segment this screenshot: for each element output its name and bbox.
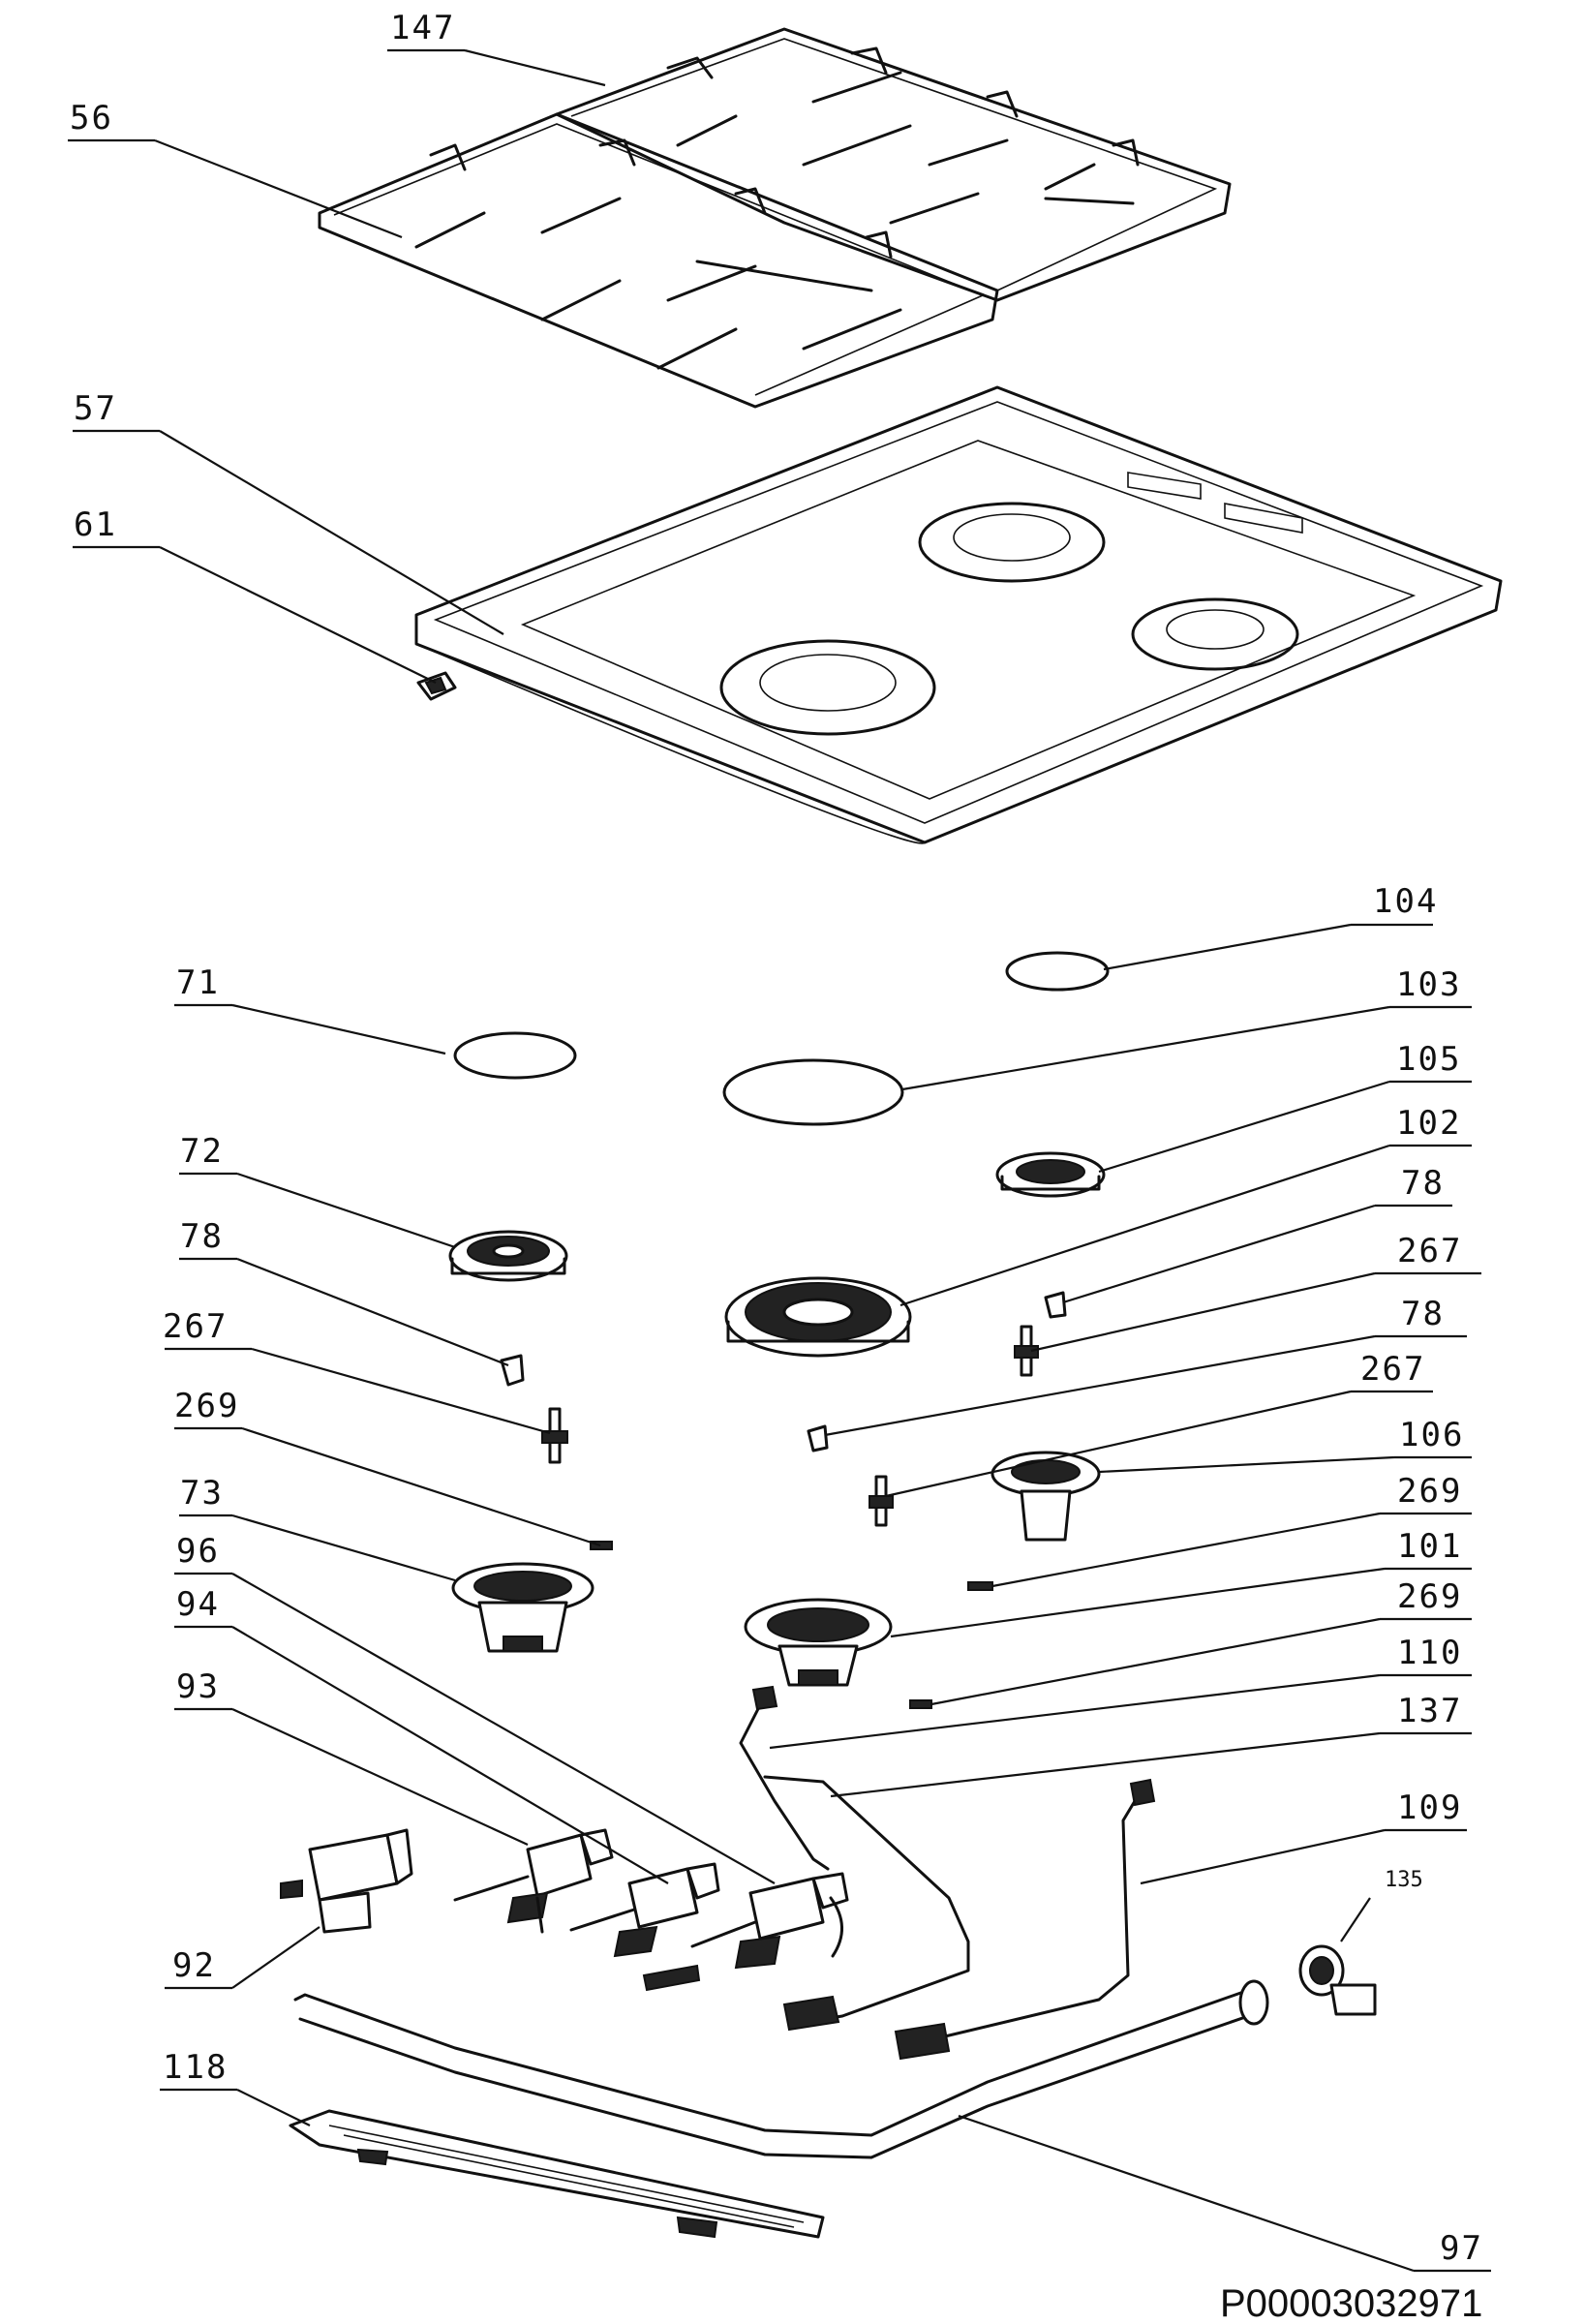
callout-105: 105 [1396, 1040, 1461, 1079]
callout-102: 102 [1396, 1104, 1461, 1143]
gas-tap-92[interactable] [280, 1828, 413, 1934]
thermocouple-267-left[interactable] [541, 1407, 568, 1464]
thermocouple-267-right-top[interactable] [1014, 1325, 1039, 1377]
burner-base-73[interactable] [451, 1562, 594, 1653]
callout-104: 104 [1373, 882, 1438, 921]
gas-pipe-110[interactable] [739, 1685, 830, 1871]
burner-cap-71[interactable] [453, 1031, 577, 1080]
callout-267-middle: 267 [1360, 1350, 1425, 1389]
gas-tap-96[interactable] [690, 1872, 849, 1970]
callout-269-right-top: 269 [1397, 1472, 1462, 1511]
callout-106: 106 [1399, 1416, 1464, 1454]
elbow-fitting-135[interactable] [1298, 1944, 1377, 2016]
burner-crown-72[interactable] [448, 1230, 568, 1282]
callout-269-right-bottom: 269 [1397, 1577, 1462, 1616]
gas-tap-93[interactable] [453, 1828, 614, 1934]
callout-137: 137 [1397, 1692, 1462, 1730]
electrode-78-right-top[interactable] [1044, 1291, 1067, 1319]
callout-103: 103 [1396, 965, 1461, 1004]
callout-267-left: 267 [163, 1307, 228, 1346]
control-panel-bracket[interactable] [289, 2109, 825, 2239]
burner-crown-102[interactable] [724, 1276, 912, 1358]
callout-135: 135 [1385, 1868, 1423, 1892]
gas-tap-94[interactable] [569, 1862, 720, 1992]
callout-92: 92 [172, 1946, 216, 1985]
callout-118: 118 [163, 2048, 228, 2087]
callout-57: 57 [74, 389, 117, 428]
pan-support-left[interactable] [318, 112, 999, 409]
electrode-78-middle[interactable] [807, 1424, 829, 1452]
leader-lines [68, 48, 1491, 2273]
pan-support-right[interactable] [555, 27, 1232, 302]
callout-267-right-top: 267 [1397, 1232, 1462, 1270]
callout-72: 72 [180, 1132, 224, 1171]
callout-97: 97 [1440, 2229, 1483, 2268]
thermocouple-267-middle[interactable] [869, 1475, 894, 1527]
callout-78-left: 78 [180, 1217, 224, 1256]
callout-110: 110 [1397, 1634, 1462, 1672]
callout-96: 96 [176, 1532, 220, 1571]
gas-pipe-137[interactable] [763, 1775, 970, 2032]
burner-crown-105[interactable] [995, 1151, 1106, 1198]
burner-cap-103[interactable] [722, 1058, 904, 1126]
callout-71: 71 [176, 963, 220, 1002]
callout-56: 56 [70, 99, 113, 138]
screw-269-right-top[interactable] [967, 1581, 993, 1591]
callout-61: 61 [74, 505, 117, 544]
callout-109: 109 [1397, 1789, 1462, 1827]
callout-101: 101 [1397, 1527, 1462, 1566]
electrode-78-left[interactable] [500, 1354, 525, 1387]
burner-cap-104[interactable] [1005, 951, 1110, 992]
callout-78-right-top: 78 [1401, 1164, 1445, 1203]
gas-pipe-97[interactable] [293, 1979, 1269, 2159]
callout-147: 147 [390, 9, 455, 47]
callout-269-left: 269 [174, 1387, 239, 1425]
callout-78-middle: 78 [1401, 1295, 1445, 1333]
screw-269-right-bottom[interactable] [909, 1699, 932, 1709]
document-code: P00003032971 [1220, 2282, 1482, 2324]
callout-93: 93 [176, 1667, 220, 1706]
hob-top-panel[interactable] [414, 385, 1503, 844]
callout-94: 94 [176, 1585, 220, 1624]
callout-73: 73 [180, 1474, 224, 1513]
gas-pipe-109[interactable] [894, 1778, 1156, 2061]
burner-base-101[interactable] [744, 1598, 893, 1687]
burner-base-106[interactable] [991, 1451, 1101, 1542]
